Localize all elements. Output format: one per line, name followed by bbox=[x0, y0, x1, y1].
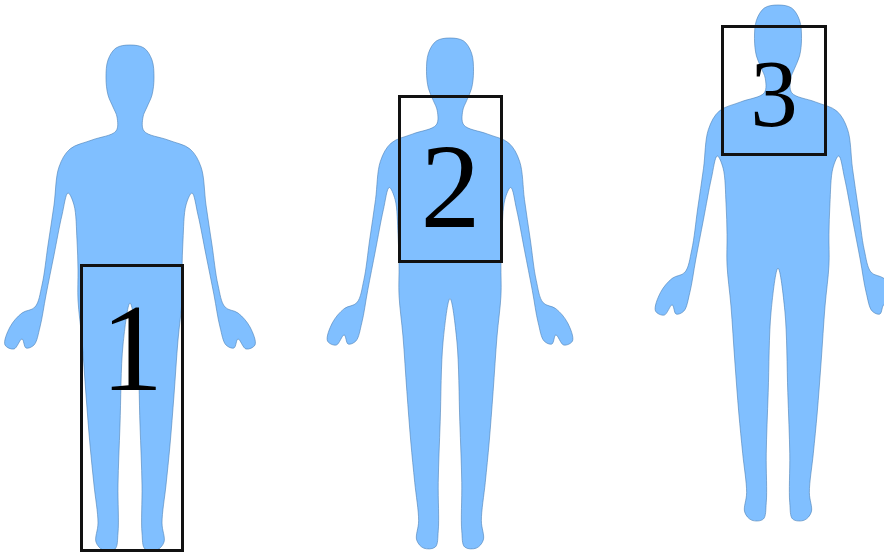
human-silhouette bbox=[327, 38, 573, 549]
region-box: 2 bbox=[398, 95, 503, 263]
callout-number: 2 bbox=[401, 127, 500, 247]
region-box: 3 bbox=[721, 25, 827, 156]
region-box: 1 bbox=[80, 264, 184, 552]
human-silhouette bbox=[5, 45, 256, 551]
callout-number: 1 bbox=[83, 286, 181, 411]
human-silhouette bbox=[655, 5, 884, 521]
callout-number: 3 bbox=[724, 47, 824, 142]
